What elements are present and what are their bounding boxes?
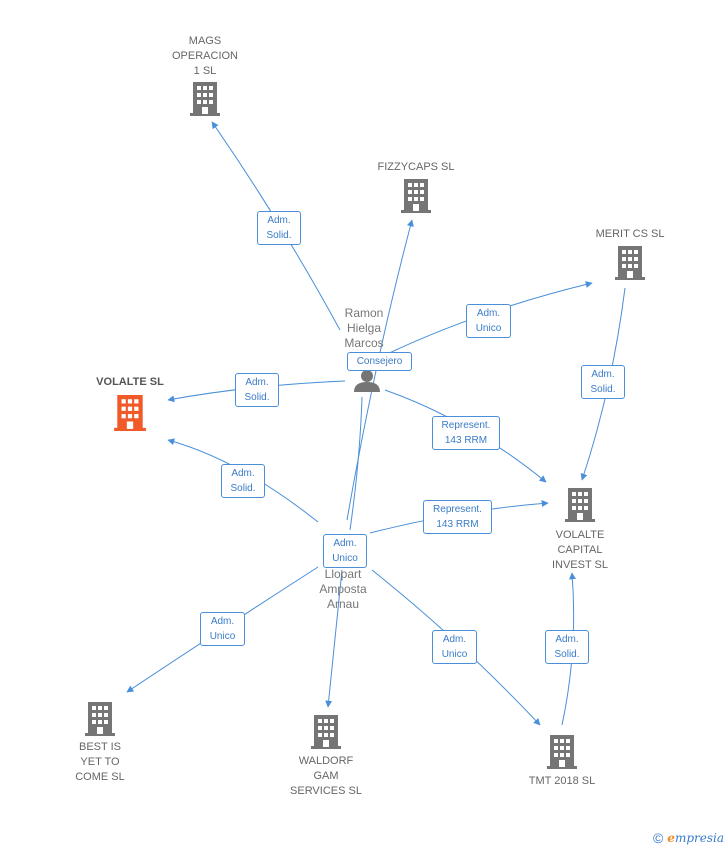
company-mags-operacion[interactable]: MAGS OPERACION 1 SL: [160, 34, 250, 116]
building-icon: [565, 488, 595, 522]
edge-llopart-waldorf: [325, 569, 343, 708]
company-volalte[interactable]: VOLALTE SL: [78, 375, 182, 431]
relation-label-llopart-unico: Adm. Unico: [323, 534, 367, 568]
relation-label-ramon-mags: Adm. Solid.: [257, 211, 301, 245]
relation-label-consejero: Consejero: [347, 352, 412, 371]
person-icon[interactable]: [352, 370, 382, 392]
relation-label-tmt-capital: Adm. Solid.: [545, 630, 589, 664]
relation-label-llopart-tmt: Adm. Unico: [432, 630, 477, 664]
building-icon: [311, 715, 341, 749]
footer-brand[interactable]: © e mpresia: [653, 830, 724, 846]
person-label-ramon[interactable]: Ramon Hielga Marcos: [344, 306, 384, 350]
relation-label-ramon-capital: Represent. 143 RRM: [432, 416, 500, 450]
company-label: VOLALTE CAPITAL INVEST SL: [551, 529, 609, 571]
relation-label-ramon-volalte: Adm. Solid.: [235, 373, 279, 407]
building-icon: [401, 179, 431, 213]
brand-logo-text: mpresia: [674, 831, 724, 845]
company-volalte-capital-invest[interactable]: VOLALTE CAPITAL INVEST SL: [530, 488, 630, 573]
company-merit-cs[interactable]: MERIT CS SL: [580, 227, 680, 280]
relation-label-llopart-best: Adm. Unico: [200, 612, 245, 646]
company-label: MERIT CS SL: [595, 228, 665, 240]
brand-logo-initial: e: [667, 831, 675, 845]
company-label: FIZZYCAPS SL: [377, 161, 455, 173]
building-icon: [190, 82, 220, 116]
person-label-llopart[interactable]: Llopart Amposta Arnau: [319, 567, 367, 611]
company-label: WALDORF GAM SERVICES SL: [290, 755, 362, 797]
company-fizzycaps[interactable]: FIZZYCAPS SL: [366, 160, 466, 213]
company-label: MAGS OPERACION 1 SL: [171, 35, 238, 77]
company-label: VOLALTE SL: [96, 376, 164, 388]
company-label: TMT 2018 SL: [528, 775, 596, 787]
relation-label-merit-capital: Adm. Solid.: [581, 365, 625, 399]
company-best-is-yet-to-come[interactable]: BEST IS YET TO COME SL: [55, 702, 145, 785]
company-tmt-2018[interactable]: TMT 2018 SL: [512, 735, 612, 789]
relation-label-llopart-volalte: Adm. Solid.: [221, 464, 265, 498]
relation-label-llopart-capital: Represent. 143 RRM: [423, 500, 492, 534]
company-waldorf-gam-services[interactable]: WALDORF GAM SERVICES SL: [276, 715, 376, 799]
building-icon: [615, 246, 645, 280]
building-icon: [85, 702, 115, 736]
company-label: BEST IS YET TO COME SL: [75, 741, 125, 783]
building-icon-highlighted: [114, 395, 146, 431]
copyright-icon: ©: [652, 830, 664, 846]
edge-ramon-down: [349, 396, 363, 531]
relation-label-ramon-merit: Adm. Unico: [466, 304, 511, 338]
building-icon: [547, 735, 577, 769]
